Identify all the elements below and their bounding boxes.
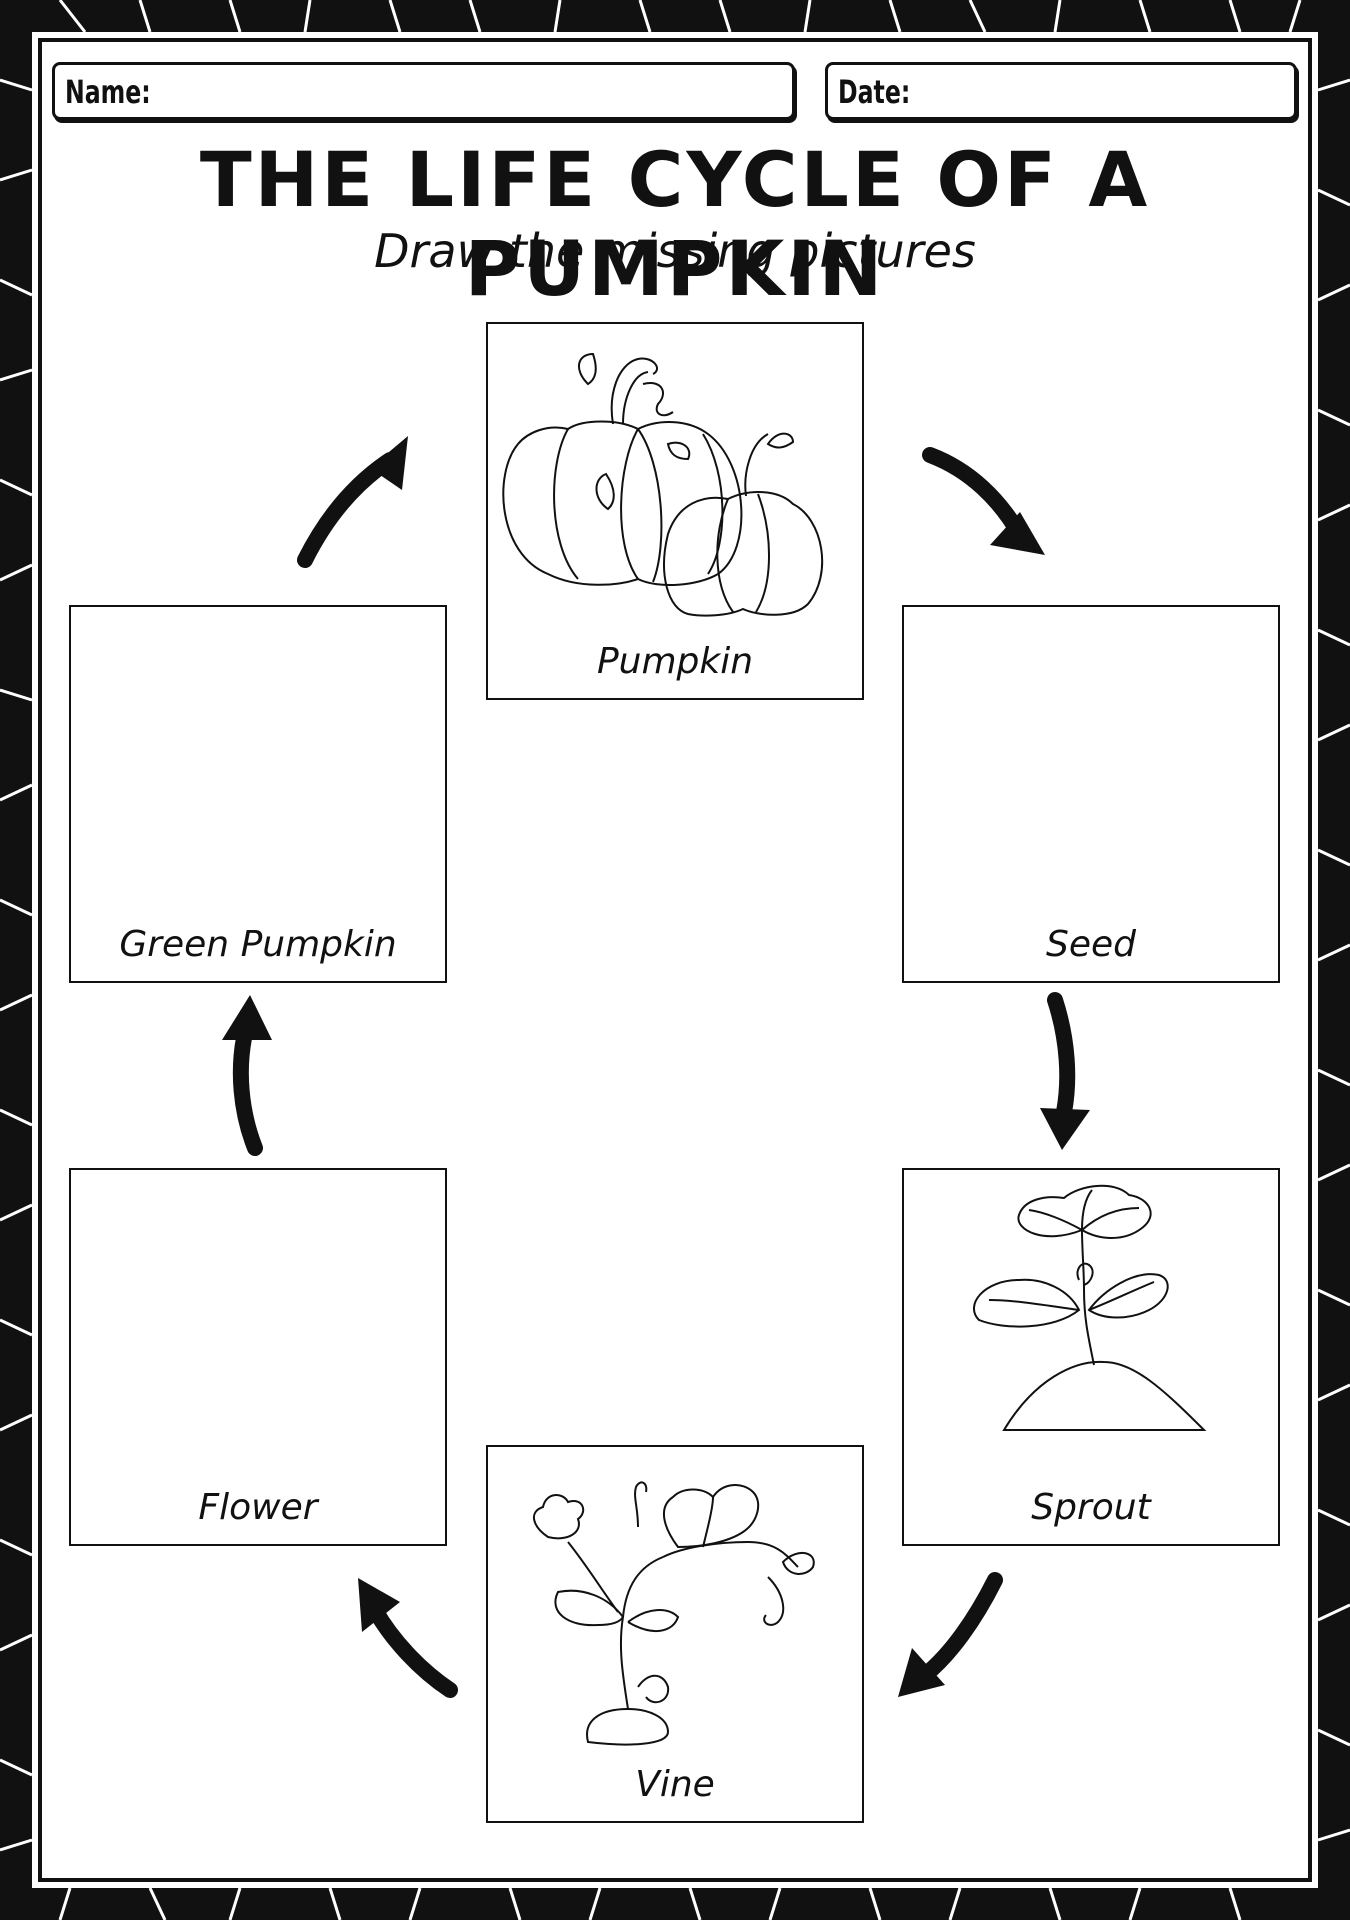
stage-label-flower: Flower	[198, 1487, 318, 1528]
stage-label-seed: Seed	[1046, 924, 1136, 965]
date-field[interactable]: Date:	[825, 62, 1297, 120]
stage-box-pumpkin: Pumpkin	[486, 322, 864, 700]
name-field[interactable]: Name:	[52, 62, 795, 120]
stage-label-sprout: Sprout	[1031, 1487, 1151, 1528]
arrowhead-icon	[1040, 1108, 1090, 1150]
pumpkin-illustration	[502, 352, 824, 617]
arrowhead-icon	[222, 995, 272, 1040]
arrowhead-icon	[990, 512, 1045, 555]
curved-arrow-icon	[297, 452, 398, 568]
curved-arrow-icon	[367, 1602, 458, 1698]
name-label: Name:	[65, 73, 151, 111]
stage-box-seed[interactable]: Seed	[902, 605, 1280, 983]
stage-box-green-pumpkin[interactable]: Green Pumpkin	[69, 605, 447, 983]
stage-label-pumpkin: Pumpkin	[596, 641, 754, 682]
stage-box-vine: Vine	[486, 1445, 864, 1823]
worksheet-subtitle: Draw the missing pictures	[374, 224, 976, 278]
arrowhead-icon	[358, 1578, 400, 1632]
stage-label-vine: Vine	[635, 1764, 715, 1805]
curved-arrow-icon	[922, 447, 1028, 543]
curved-arrow-icon	[1047, 992, 1076, 1120]
arrowhead-icon	[898, 1648, 945, 1697]
date-label: Date:	[838, 73, 911, 111]
sprout-illustration	[973, 1184, 1207, 1431]
curved-arrow-icon	[917, 1572, 1003, 1683]
worksheet-title: THE LIFE CYCLE OF A PUMPKIN	[199, 135, 1151, 313]
stage-box-sprout: Sprout	[902, 1168, 1280, 1546]
stage-box-flower[interactable]: Flower	[69, 1168, 447, 1546]
arrowhead-icon	[370, 436, 408, 490]
vine-illustration	[533, 1481, 815, 1746]
stage-label-green-pumpkin: Green Pumpkin	[119, 924, 397, 965]
curved-arrow-icon	[232, 1030, 263, 1156]
